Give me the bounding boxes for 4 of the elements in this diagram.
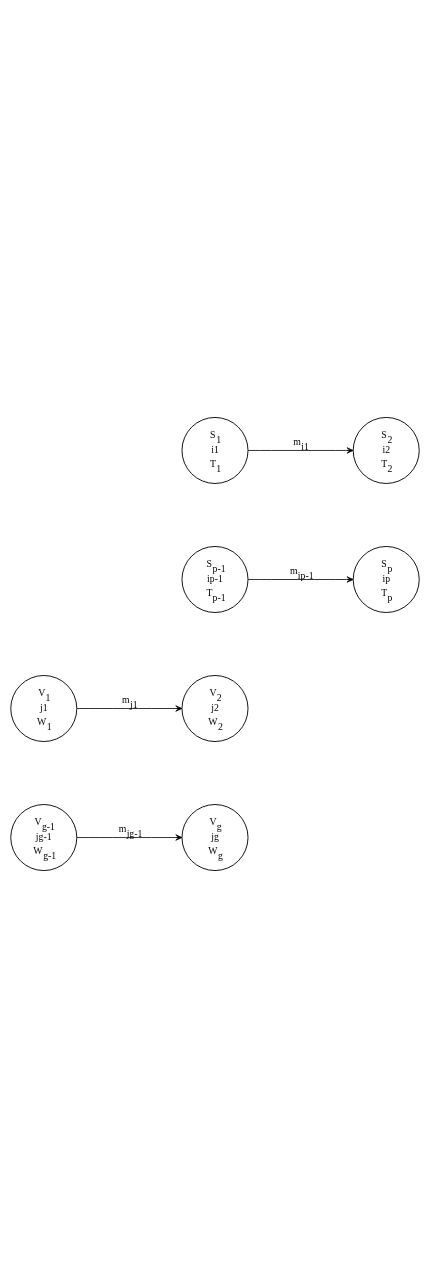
arrow (76, 705, 183, 712)
arrow (247, 576, 354, 583)
arrow (76, 834, 183, 841)
arrow (247, 447, 354, 454)
